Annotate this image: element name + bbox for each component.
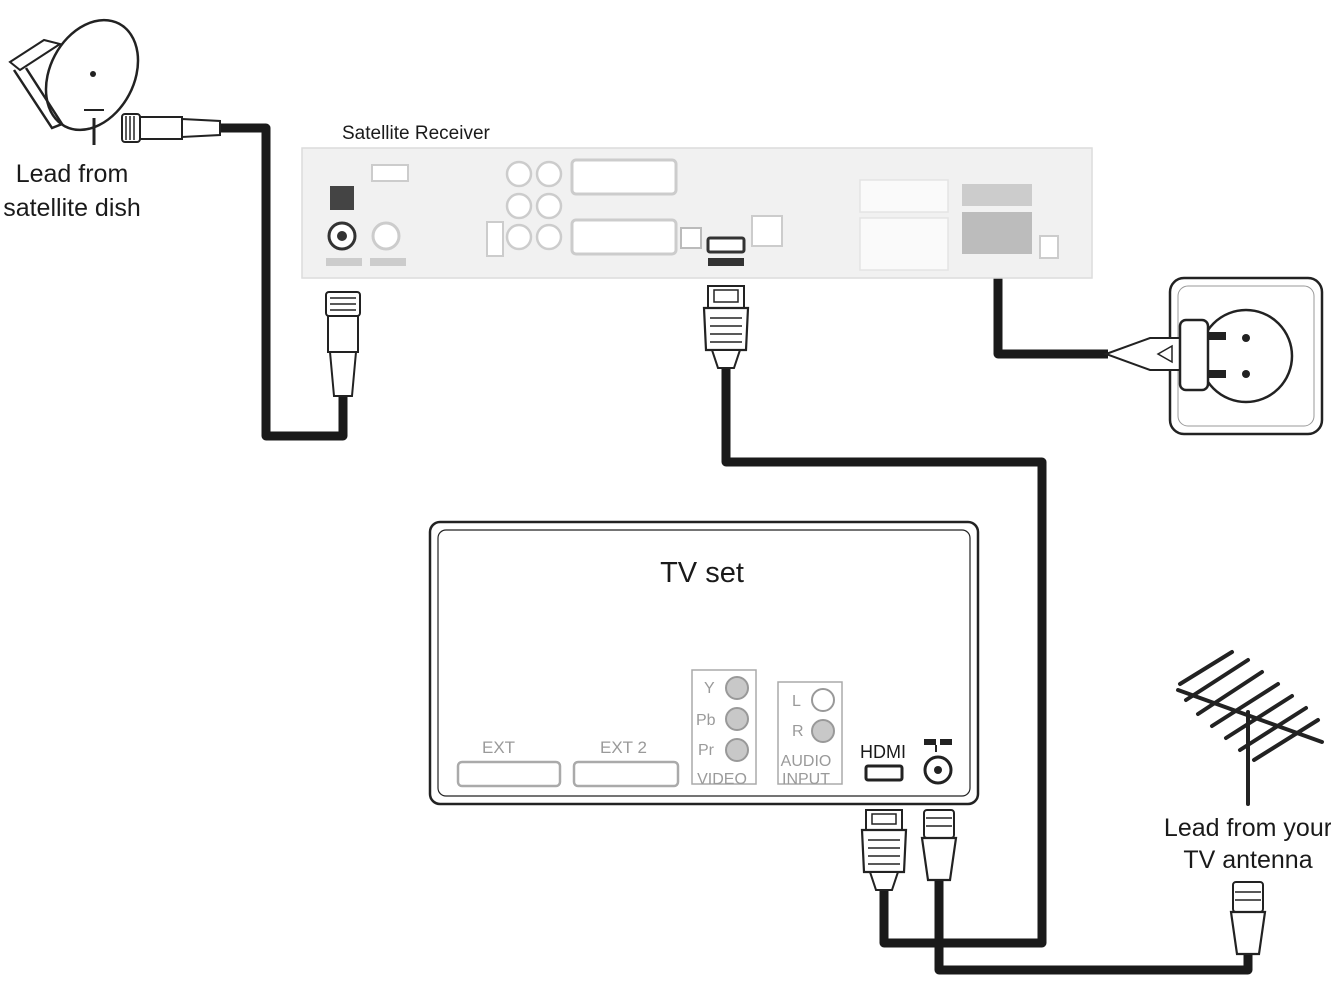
tv-audio-label: AUDIO	[781, 753, 832, 770]
receiver-label: Satellite Receiver	[342, 123, 491, 144]
tv-input-label: INPUT	[782, 771, 830, 788]
satellite-receiver	[301, 147, 1093, 279]
tv-coax-plug-icon	[920, 809, 958, 882]
satellite-f-connector-icon	[121, 113, 221, 143]
tv-y-label: Y	[704, 680, 715, 697]
hdmi-cable	[721, 368, 1047, 948]
tv-ext2-port	[572, 760, 680, 788]
antenna-lead-label-line2: TV antenna	[1183, 846, 1312, 874]
receiver-loop-out-port	[371, 221, 401, 251]
tv-hdmi-label: HDMI	[860, 742, 906, 762]
receiver-hdmi-plug-icon	[702, 285, 750, 369]
tv-antenna-icon	[1176, 650, 1324, 806]
satellite-cable	[220, 123, 348, 441]
antenna-lead-label-line1: Lead from your	[1164, 814, 1331, 842]
satellite-dish-icon	[8, 18, 140, 145]
tv-antenna-symbol-icon	[924, 739, 952, 752]
tv-audio-r-label: R	[792, 723, 804, 740]
receiver-power-socket	[962, 212, 1032, 254]
receiver-hdmi-port	[706, 236, 746, 254]
tv-y-port	[725, 676, 749, 700]
power-plug-icon	[1103, 318, 1226, 392]
receiver-f-plug-icon	[325, 291, 361, 397]
antenna-cable	[934, 880, 1253, 975]
tv-hdmi-plug-icon	[860, 809, 908, 891]
tv-set-label: TV set	[660, 557, 744, 589]
tv-ext1-label: EXT	[482, 738, 515, 757]
tv-set: TV set EXT EXT 2 Y Pb Pr VIDEO L R AUDIO…	[428, 520, 980, 806]
tv-pb-port	[725, 707, 749, 731]
tv-pr-port	[725, 738, 749, 762]
receiver-switch	[330, 186, 354, 210]
tv-pb-label: Pb	[696, 712, 716, 729]
antenna-coax-plug-icon	[1229, 881, 1267, 956]
tv-audio-r-port	[811, 719, 835, 743]
tv-hdmi-port	[864, 764, 904, 782]
satellite-lead-label-line1: Lead from	[16, 160, 129, 188]
tv-video-label: VIDEO	[697, 771, 747, 788]
tv-pr-label: Pr	[698, 742, 715, 759]
tv-ext2-label: EXT 2	[600, 738, 647, 757]
tv-audio-l-label: L	[792, 693, 801, 710]
satellite-lead-label-line2: satellite dish	[3, 194, 141, 222]
tv-ext1-port	[456, 760, 562, 788]
tv-audio-l-port	[811, 688, 835, 712]
